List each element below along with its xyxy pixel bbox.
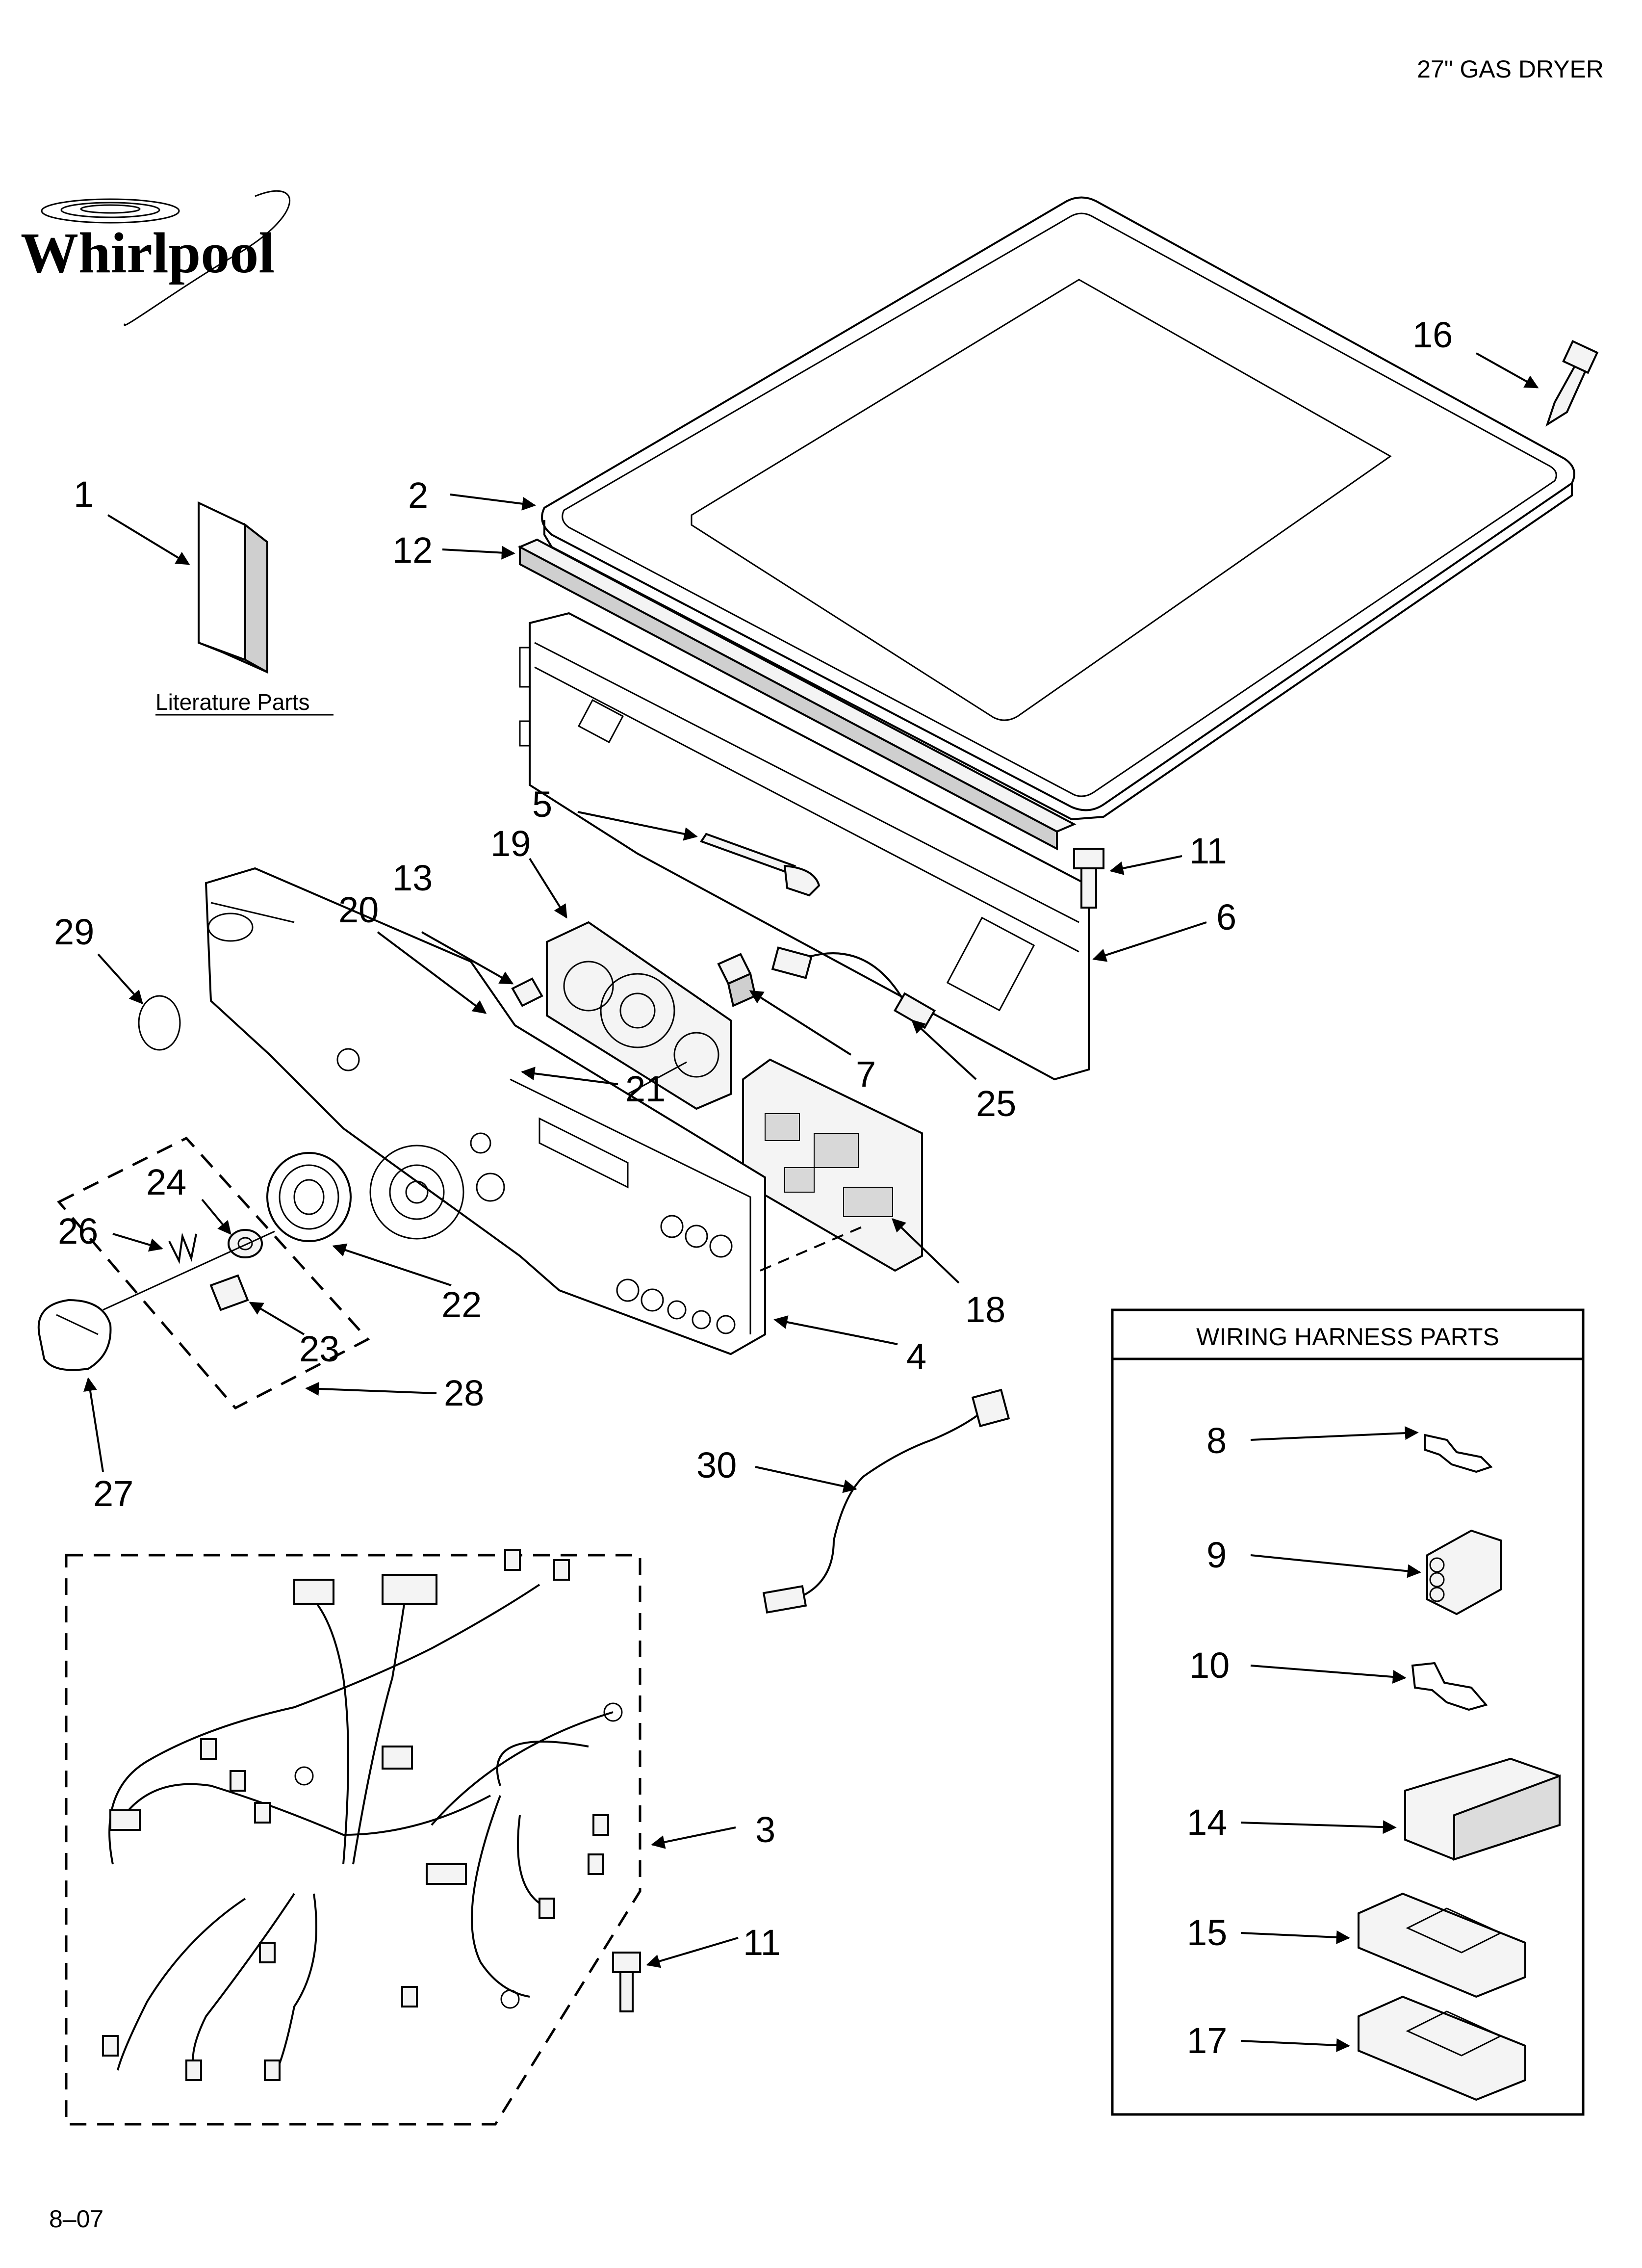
part-28-knob-kit-outline: [57, 1136, 370, 1410]
part-11-screw-lower: [612, 1952, 641, 2012]
callout-16: 16: [1412, 314, 1453, 355]
callout-14: 14: [1187, 1802, 1227, 1843]
callout-28: 28: [444, 1373, 484, 1413]
knob-shaft-line: [103, 1230, 275, 1311]
callout-18: 18: [965, 1289, 1005, 1330]
part-17-housing: [1358, 1995, 1526, 2101]
callout-11-lower: 11: [743, 1922, 781, 1963]
callout-7: 7: [856, 1054, 876, 1095]
leader-arrows: [83, 352, 1539, 2052]
leader-console-ui: [627, 1061, 687, 1095]
callout-10: 10: [1189, 1645, 1230, 1686]
part-4-console: [205, 867, 766, 1356]
callout-2: 2: [408, 475, 428, 516]
callout-20: 20: [338, 889, 379, 930]
whirlpool-logo: Whirlpool: [21, 190, 291, 326]
callout-labels: 1 2 12 16 5 11 6 19 13 20 29 21 7 25 24 …: [54, 314, 1453, 2061]
part-19-ui-board: [546, 921, 732, 1110]
model-title: 27" GAS DRYER: [1417, 55, 1604, 83]
part-26-spring: [168, 1232, 197, 1264]
part-6-console-frame: [519, 612, 1090, 1081]
part-29-o-ring: [138, 995, 181, 1051]
callout-5: 5: [532, 784, 552, 825]
callout-19: 19: [490, 823, 531, 864]
callout-30: 30: [696, 1445, 737, 1486]
part-8-terminal: [1424, 1434, 1493, 1473]
callout-25: 25: [976, 1083, 1016, 1124]
part-22-knob-bezel: [266, 1152, 352, 1242]
part-14-connector-block: [1404, 1757, 1561, 1861]
part-23-switch: [209, 1274, 249, 1311]
part-2-dryer-top: [541, 196, 1575, 821]
callout-12: 12: [392, 530, 433, 571]
callout-1: 1: [74, 474, 94, 515]
callout-15: 15: [1187, 1912, 1227, 1953]
callout-22: 22: [441, 1284, 482, 1325]
part-24-spring-clip: [228, 1229, 263, 1258]
callout-8: 8: [1206, 1420, 1227, 1461]
part-15-housing: [1358, 1892, 1526, 1998]
date-code: 8–07: [49, 2205, 103, 2233]
part-25-small-harness: [771, 946, 936, 1029]
part-16-screw: [1545, 339, 1599, 427]
callout-29: 29: [54, 912, 94, 952]
part-7-connector: [717, 953, 757, 1007]
part-13-switch: [511, 977, 543, 1007]
callout-21: 21: [625, 1069, 666, 1109]
callout-4: 4: [906, 1336, 926, 1377]
callout-27: 27: [93, 1473, 133, 1514]
part-3-main-harness: [65, 1549, 641, 2126]
logo-wordmark: Whirlpool: [21, 221, 275, 285]
part-30-harness: [762, 1388, 1010, 1614]
callout-13: 13: [392, 858, 433, 898]
callout-24: 24: [146, 1162, 186, 1202]
callout-26: 26: [58, 1211, 98, 1251]
callout-23: 23: [299, 1329, 339, 1369]
wiring-harness-parts-box: [1111, 1308, 1585, 2116]
part-27-knob: [37, 1299, 112, 1371]
part-12-hinge-strip: [517, 538, 1077, 851]
callout-11-upper: 11: [1189, 831, 1227, 871]
callout-3: 3: [755, 1809, 775, 1850]
callout-9: 9: [1206, 1535, 1227, 1575]
part-5-cable-tie: [699, 833, 821, 897]
callout-17: 17: [1187, 2020, 1227, 2061]
part-9-plug: [1426, 1529, 1502, 1616]
wiring-box-title: WIRING HARNESS PARTS: [1196, 1323, 1499, 1351]
part-11-screw-upper: [1073, 848, 1104, 909]
callout-6: 6: [1216, 897, 1236, 938]
part-10-terminal: [1411, 1662, 1488, 1711]
literature-parts-label: Literature Parts: [155, 689, 309, 715]
part-1-literature-booklet: [198, 501, 268, 674]
